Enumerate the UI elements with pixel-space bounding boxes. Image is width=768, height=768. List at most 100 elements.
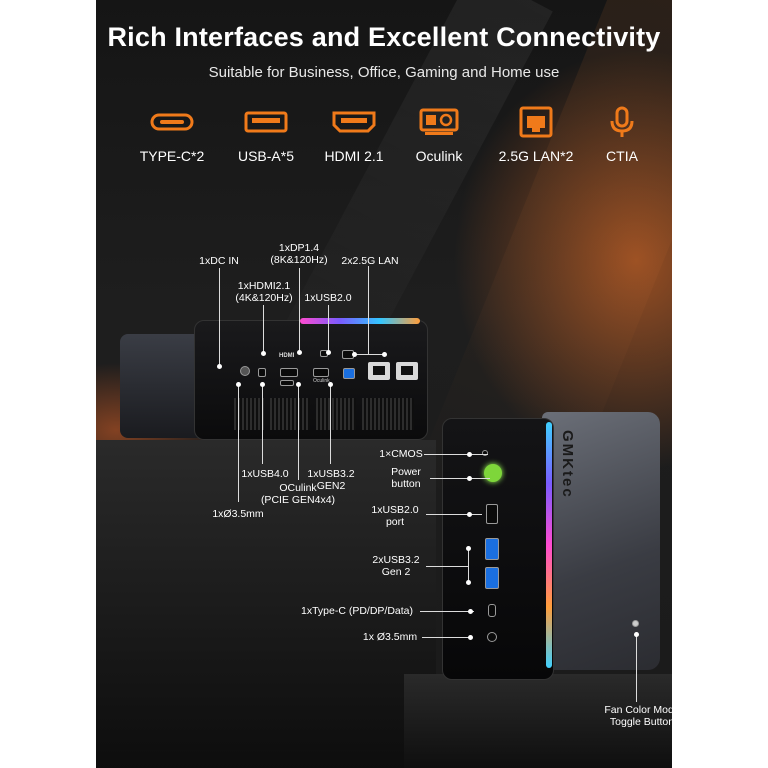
feature-label: 2.5G LAN*2: [498, 148, 574, 164]
label-usb32-front: 2xUSB3.2 Gen 2: [372, 554, 420, 578]
callout-dot: [296, 349, 302, 355]
lan-icon: [519, 106, 553, 138]
hdmi-icon: [332, 111, 376, 133]
oculink-port: [313, 368, 329, 377]
usb-c-icon: [150, 113, 194, 131]
usb32-front-port-1: [485, 538, 499, 560]
type-c-front-port: [488, 604, 496, 617]
device-side-panel: [542, 412, 660, 670]
callout-line: [328, 305, 329, 352]
feature-label: CTIA: [606, 148, 638, 164]
callout-dot: [467, 634, 473, 640]
callout-line: [426, 514, 482, 515]
label-oculink: OCulink (PCIE GEN4x4): [260, 482, 336, 506]
feature-label: Oculink: [415, 148, 463, 164]
product-banner: Rich Interfaces and Excellent Connectivi…: [96, 0, 672, 768]
page-title: Rich Interfaces and Excellent Connectivi…: [107, 22, 661, 52]
lan-port-1: [368, 362, 390, 380]
callout-line: [219, 268, 220, 366]
oculink-icon: [419, 108, 459, 135]
callout-line: [368, 266, 369, 354]
vent: [270, 398, 310, 430]
feature-label: TYPE-C*2: [139, 148, 205, 164]
device-rear-view: HDMI Oculink: [120, 318, 428, 442]
callout-line: [420, 611, 474, 612]
oculink-print: Oculink: [313, 378, 330, 384]
fan-mode-button: [632, 620, 639, 627]
label-lan: 2x2.5G LAN: [341, 255, 399, 267]
callout-dot: [351, 351, 357, 357]
callout-line: [426, 566, 468, 567]
callout-line: [468, 548, 469, 582]
label-hdmi: 1xHDMI2.1 (4K&120Hz): [235, 280, 293, 304]
audio-jack-port: [258, 368, 266, 377]
callout-dot: [325, 349, 331, 355]
rgb-light-strip: [300, 318, 420, 324]
callout-dot: [381, 351, 387, 357]
label-power: Power button: [391, 466, 421, 490]
audio-front-port: [487, 632, 497, 642]
label-dc-in: 1xDC IN: [199, 255, 239, 267]
callout-line: [636, 634, 637, 702]
label-audio-front: 1x Ø3.5mm: [362, 631, 418, 643]
hdmi-print: HDMI: [279, 353, 295, 359]
callout-line: [262, 384, 263, 464]
callout-line: [354, 354, 384, 355]
callout-dot: [327, 381, 333, 387]
page-subtitle: Suitable for Business, Office, Gaming an…: [208, 64, 560, 81]
label-cmos: 1×CMOS: [379, 448, 423, 460]
device-front-view: GMKtec: [442, 412, 664, 680]
feature-ctia: CTIA: [567, 106, 672, 164]
hdmi-port: [280, 368, 298, 377]
label-audio: 1xØ3.5mm: [212, 508, 264, 520]
callout-line: [238, 384, 239, 502]
label-fan-mode: Fan Color Mode Toggle Button: [604, 704, 672, 728]
right-pedestal: [404, 674, 672, 768]
label-type-c: 1xType-C (PD/DP/Data): [300, 605, 414, 617]
feature-icon-row: TYPE-C*2 USB-A*5 HDMI 2.1 Oculink 2.5G L…: [96, 106, 672, 166]
callout-dot: [259, 381, 265, 387]
callout-dot: [633, 631, 639, 637]
callout-line: [298, 384, 299, 480]
callout-dot: [295, 381, 301, 387]
dc-in-port: [240, 366, 250, 376]
callout-line: [430, 478, 490, 479]
usb-a-icon: [244, 111, 288, 133]
callout-dot: [235, 381, 241, 387]
callout-dot: [465, 579, 471, 585]
feature-label: USB-A*5: [237, 148, 295, 164]
label-usb20-front: 1xUSB2.0 port: [371, 504, 419, 528]
power-button-icon: [484, 464, 502, 482]
vent: [362, 398, 414, 430]
callout-dot: [216, 363, 222, 369]
callout-dot: [466, 511, 472, 517]
callout-line: [424, 454, 488, 455]
label-usb20: 1xUSB2.0: [304, 292, 352, 304]
feature-type-c: TYPE-C*2: [117, 106, 227, 164]
callout-dot: [467, 608, 473, 614]
feature-oculink: Oculink: [384, 106, 494, 164]
rgb-light-strip: [546, 422, 552, 668]
usb40-port: [280, 380, 294, 386]
callout-line: [422, 637, 472, 638]
callout-dot: [466, 451, 472, 457]
callout-dot: [465, 545, 471, 551]
microphone-icon: [610, 106, 634, 137]
label-usb32: 1xUSB3.2 GEN2: [307, 468, 355, 492]
label-dp: 1xDP1.4 (8K&120Hz): [270, 242, 328, 266]
cmos-button: [482, 450, 488, 456]
vent: [316, 398, 356, 430]
callout-line: [299, 268, 300, 352]
callout-dot: [466, 475, 472, 481]
feature-lan: 2.5G LAN*2: [481, 106, 591, 164]
usb32-front-port-2: [485, 567, 499, 589]
feature-label: HDMI 2.1: [324, 148, 384, 164]
vent: [234, 398, 264, 430]
left-pedestal: [96, 440, 436, 768]
label-usb40: 1xUSB4.0: [241, 468, 289, 480]
callout-line: [330, 384, 331, 464]
brand-logo: GMKtec: [559, 430, 576, 499]
usb32-rear-port: [343, 368, 355, 379]
usb20-front-port: [486, 504, 498, 524]
feature-usb-a: USB-A*5: [211, 106, 321, 164]
